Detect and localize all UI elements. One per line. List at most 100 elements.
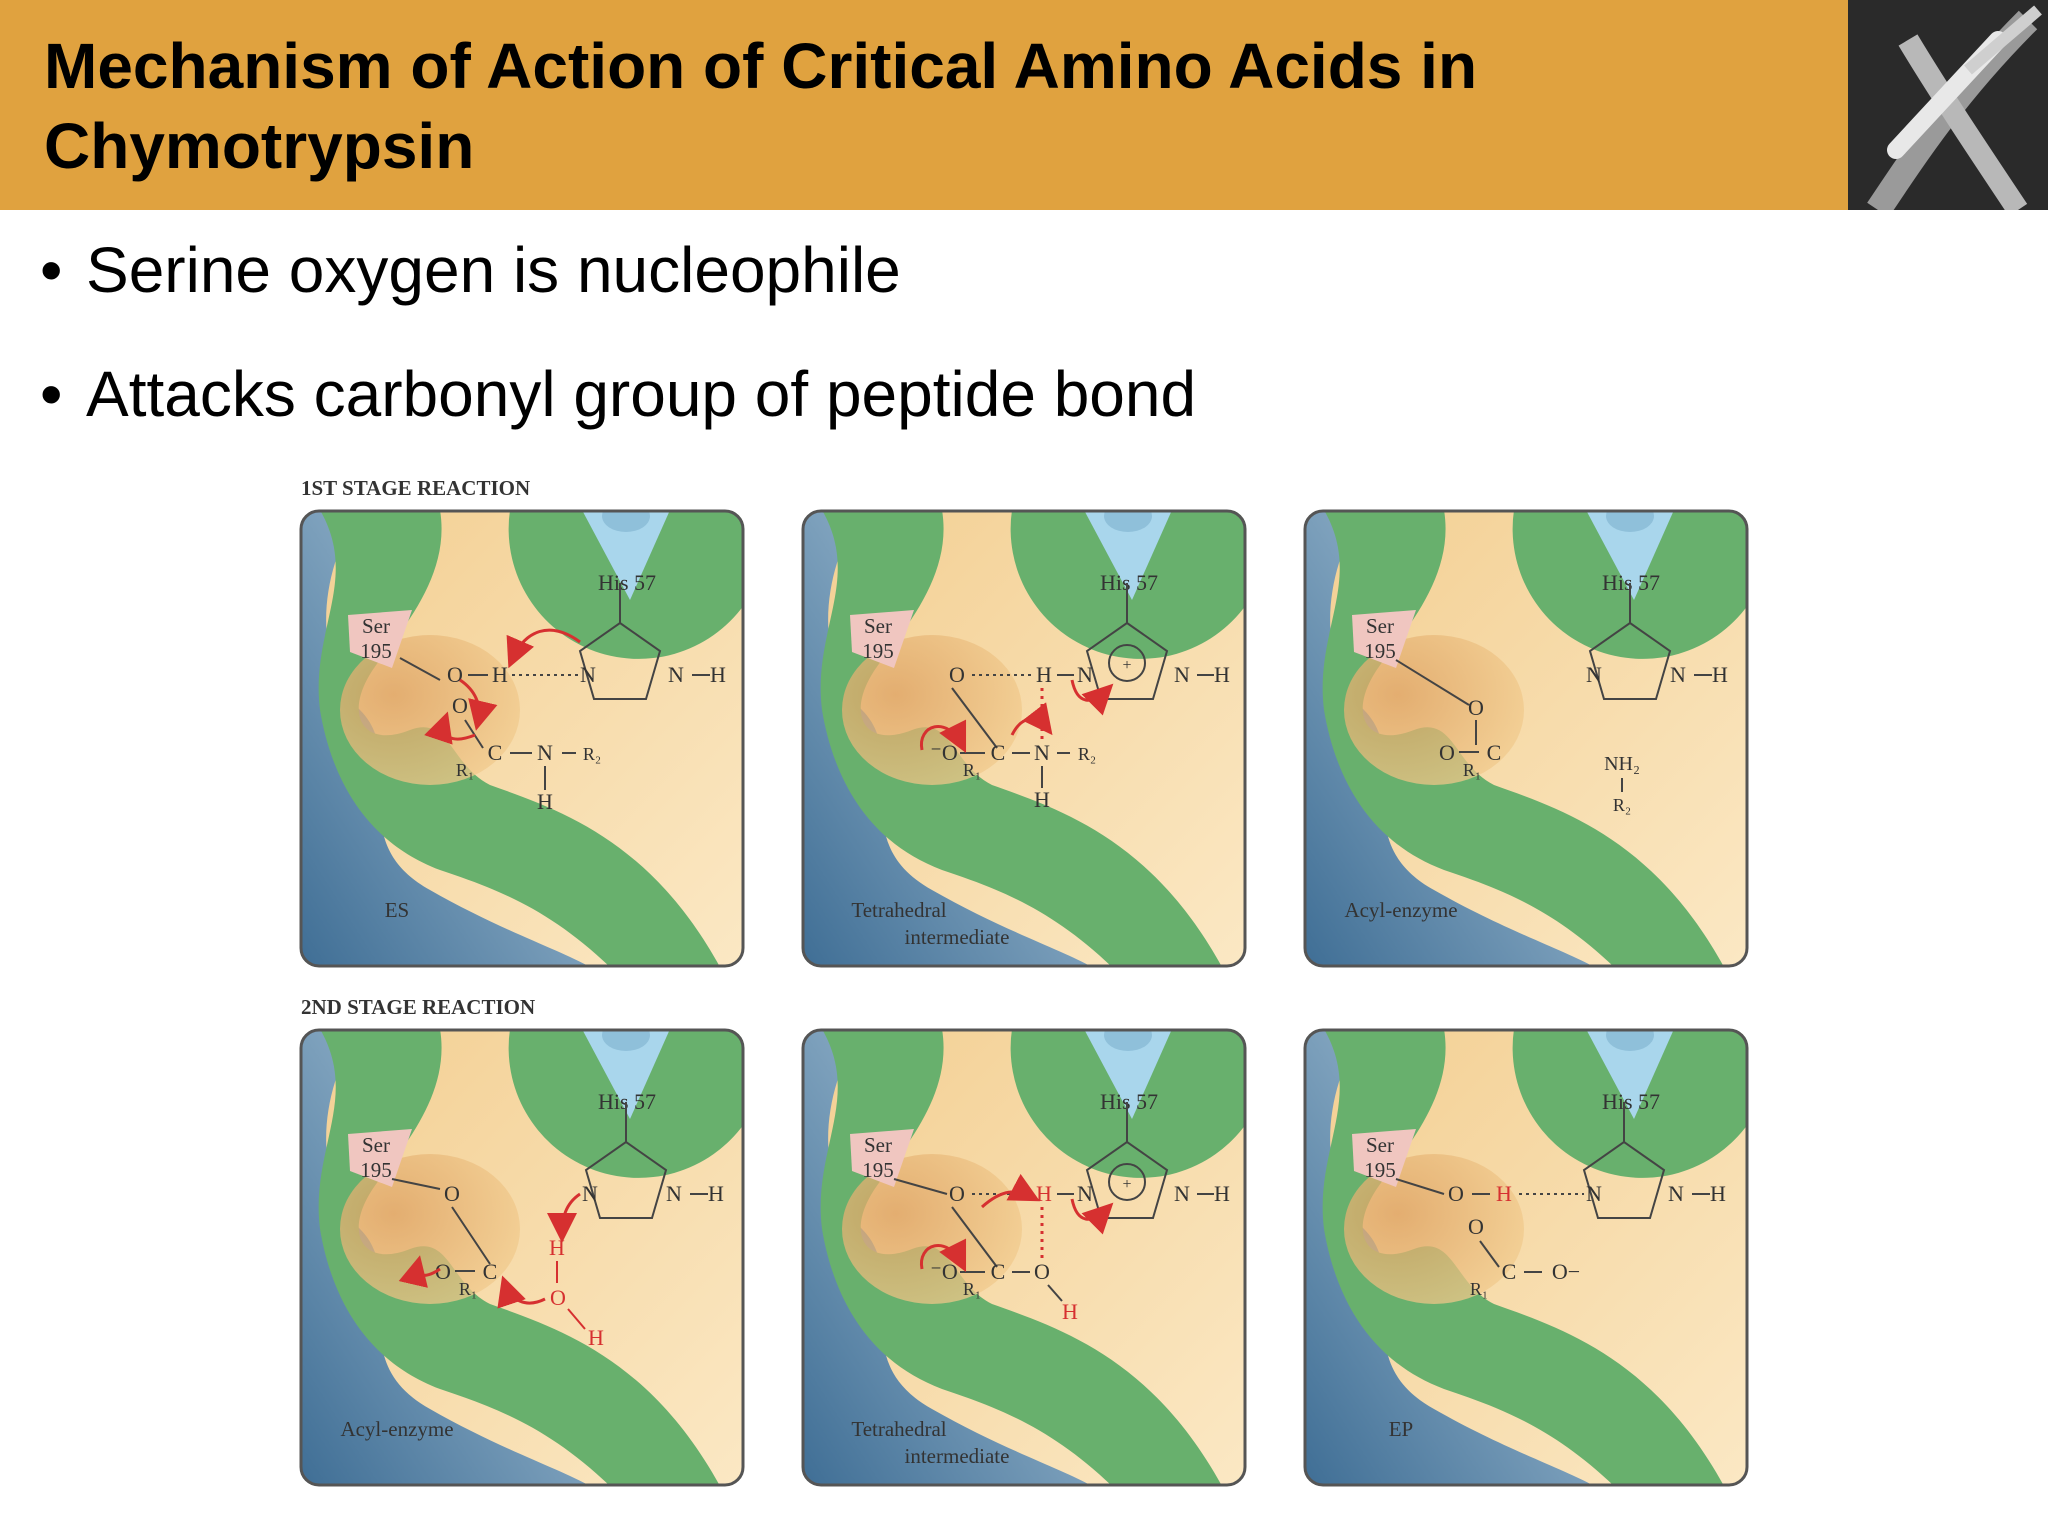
ser-label: Ser <box>864 1133 892 1157</box>
his-wedge <box>1084 1029 1172 1119</box>
his-cap <box>1606 1029 1654 1051</box>
solvent-region <box>300 510 590 967</box>
chem-label: R₂ <box>1613 795 1631 815</box>
panel-body <box>1304 510 1748 967</box>
ser-wedge <box>348 1129 412 1187</box>
panel-caption: Acyl-enzyme <box>340 1417 453 1441</box>
solvent-region <box>300 1029 590 1486</box>
bullet-item: •Attacks carbonyl group of peptide bond <box>40 358 1197 430</box>
electron-arrow <box>547 1192 581 1243</box>
chem-label: O <box>1034 1259 1050 1284</box>
panel-border <box>1303 1028 1749 1487</box>
chem-label: N <box>1668 1181 1684 1206</box>
enzyme-backbone <box>318 510 720 967</box>
chem-label: N <box>668 662 684 687</box>
panel-body <box>300 510 744 967</box>
enzyme-backbone <box>318 1029 720 1486</box>
his-cap <box>602 510 650 532</box>
bond-line <box>893 1178 948 1195</box>
panel-border <box>299 509 745 968</box>
chem-label: C <box>991 1259 1006 1284</box>
bond-line <box>951 687 998 749</box>
electron-arrow <box>920 1238 967 1273</box>
ser-label: Ser <box>362 614 390 638</box>
slide-title: Mechanism of Action of Critical Amino Ac… <box>44 30 1478 182</box>
chem-label: H <box>1036 662 1052 687</box>
ser-wedge <box>1352 1129 1416 1187</box>
panel-body <box>1304 1029 1748 1486</box>
bond-line <box>451 1206 491 1265</box>
chem-label: + <box>1122 1176 1131 1193</box>
bond-line <box>567 1308 586 1330</box>
his-cap <box>1606 510 1654 532</box>
chem-label: R₁ <box>1463 760 1481 780</box>
chem-label: R₁ <box>963 1279 981 1299</box>
chem-label: O <box>1468 1214 1484 1239</box>
electron-arrow <box>1070 1198 1114 1235</box>
panel-body <box>300 1029 744 1486</box>
chem-label: H <box>1214 662 1230 687</box>
chem-label: N <box>1174 662 1190 687</box>
ser-wedge <box>850 1129 914 1187</box>
panel-caption: intermediate <box>905 925 1010 949</box>
bond-line <box>1395 659 1470 706</box>
panel-caption: Acyl-enzyme <box>1344 898 1457 922</box>
electron-arrow <box>1010 702 1053 736</box>
his57-label: His 57 <box>1100 570 1158 595</box>
active-site-pocket <box>340 1154 520 1304</box>
corner-image <box>1848 0 2048 210</box>
bond-line <box>1047 1284 1063 1302</box>
imidazole-ring <box>1582 1140 1666 1219</box>
ser-wedge <box>850 610 914 668</box>
chem-label: H <box>1710 1181 1726 1206</box>
bond-line <box>1479 1240 1500 1268</box>
ring-charge <box>1108 644 1146 682</box>
bond-line <box>1395 1178 1445 1195</box>
chem-label: H <box>492 662 508 687</box>
his57-label: His 57 <box>1100 1089 1158 1114</box>
chem-label: C <box>488 740 503 765</box>
electron-arrow <box>398 1255 441 1288</box>
chem-label: H <box>1036 1181 1052 1206</box>
enzyme-backbone <box>820 1029 1222 1486</box>
ser-label: Ser <box>362 1133 390 1157</box>
enzyme-backbone <box>1322 1029 1724 1486</box>
active-site-pocket <box>1344 1154 1524 1304</box>
his-cap <box>602 1029 650 1051</box>
chem-label: C <box>991 740 1006 765</box>
enzyme-backbone <box>1322 510 1724 967</box>
active-site-pocket <box>842 1154 1022 1304</box>
electron-arrow <box>506 628 581 669</box>
chem-label: N <box>582 1181 598 1206</box>
his57-label: His 57 <box>598 570 656 595</box>
ser-number-label: 195 <box>360 639 392 663</box>
chem-label: O <box>1448 1181 1464 1206</box>
bond-line <box>399 657 441 681</box>
chem-label: O <box>1468 695 1484 720</box>
chem-label: N <box>1174 1181 1190 1206</box>
panel-body <box>802 1029 1246 1486</box>
chem-label: N <box>666 1181 682 1206</box>
active-site-pocket <box>842 635 1022 785</box>
his-wedge <box>1586 1029 1674 1119</box>
chem-label: N <box>537 740 553 765</box>
his-wedge <box>1084 510 1172 600</box>
his-wedge <box>1586 510 1674 600</box>
imidazole-ring <box>578 621 662 700</box>
ring-charge <box>1108 1163 1146 1201</box>
chem-label: R₁ <box>456 760 474 780</box>
chem-label: H <box>1712 662 1728 687</box>
imidazole-ring <box>1085 621 1169 700</box>
chem-label: O <box>949 662 965 687</box>
panel-border <box>801 1028 1247 1487</box>
chem-label: C <box>1487 740 1502 765</box>
chem-label: N <box>1586 662 1602 687</box>
chem-label: N <box>1077 1181 1093 1206</box>
ser-number-label: 195 <box>862 1158 894 1182</box>
panel-border <box>299 1028 745 1487</box>
solvent-region <box>1304 1029 1594 1486</box>
